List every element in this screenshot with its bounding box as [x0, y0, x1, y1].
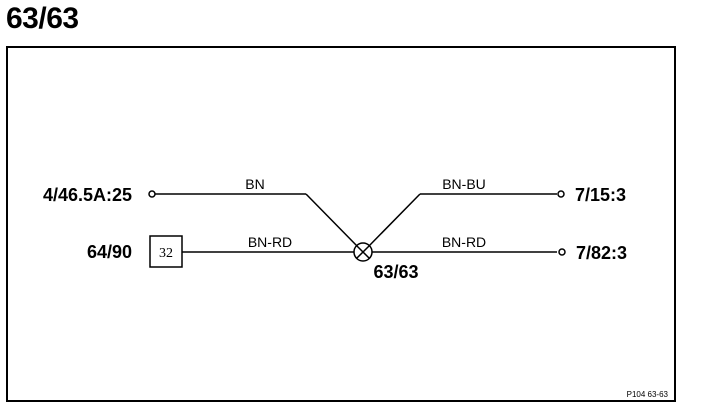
splice-label: 63/63: [373, 262, 418, 282]
right-connector-top: 7/15:3: [575, 185, 626, 205]
wire-top-left-diagonal: [305, 193, 359, 248]
terminal-right-top: [557, 190, 565, 198]
terminal-left-top: [148, 190, 156, 198]
page-title: 63/63: [6, 2, 79, 35]
wire-label-bottom-right: BN-RD: [442, 234, 486, 250]
left-connector-bottom: 64/90: [87, 242, 132, 262]
terminal-right-bottom: [558, 248, 566, 256]
left-connector-top: 4/46.5A:25: [43, 185, 132, 205]
splice-icon: [353, 242, 373, 262]
right-connector-bottom: 7/82:3: [576, 243, 627, 263]
wire-label-bottom-left: BN-RD: [248, 234, 292, 250]
reference-code: P104 63-63: [627, 390, 669, 399]
wire-top-right-diagonal: [367, 193, 421, 248]
diagram-frame: [6, 46, 676, 402]
component-box-label: 32: [159, 246, 173, 261]
wire-label-top-right: BN-BU: [442, 176, 486, 192]
wire-label-top-left: BN: [245, 176, 264, 192]
component-box: [149, 235, 183, 268]
